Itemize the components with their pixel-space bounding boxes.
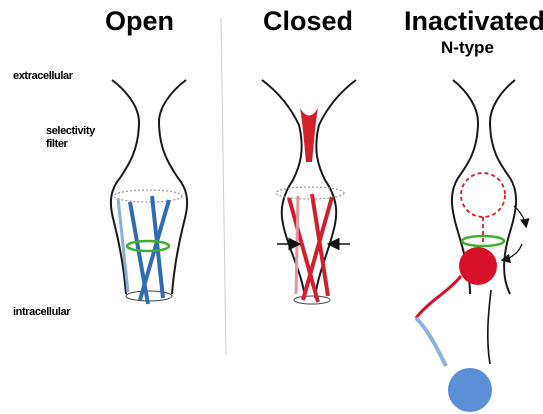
inactivated-channel (416, 80, 526, 412)
inactivation-chain-red (416, 276, 461, 318)
closed-lower-ellipse (294, 296, 330, 304)
open-gate-ring (127, 241, 169, 251)
ball-previous-position (461, 173, 505, 217)
ball-anchor (448, 368, 492, 412)
inactivation-ball (459, 247, 497, 285)
inactivation-chain-blue (416, 318, 446, 366)
open-channel-wall-right (159, 80, 187, 294)
closed-helix-3 (312, 194, 328, 296)
inactivated-tether (488, 290, 491, 364)
open-channel (111, 80, 187, 304)
panel-separator (221, 18, 226, 355)
open-upper-ellipse (114, 190, 182, 202)
closed-helix-back (296, 196, 298, 294)
closed-channel-wall-right (315, 80, 356, 298)
closed-channel (262, 80, 356, 304)
closed-channel-wall-left (262, 80, 305, 298)
closed-filter-red (300, 108, 318, 162)
